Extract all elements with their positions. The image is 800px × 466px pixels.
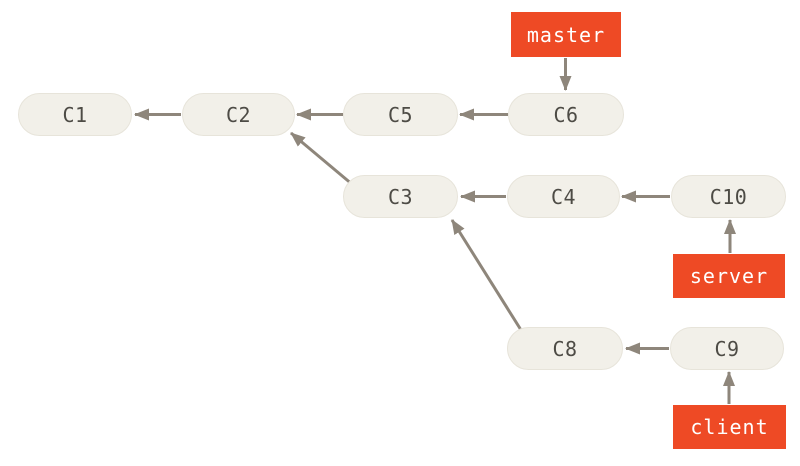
commit-node-c8: C8 — [507, 327, 623, 370]
commit-node-c10: C10 — [671, 175, 786, 218]
commit-node-c5: C5 — [343, 93, 458, 136]
commit-node-c4: C4 — [507, 175, 620, 218]
commit-node-c6: C6 — [508, 93, 624, 136]
branch-label-server: server — [673, 254, 785, 298]
edge-c3-to-c2 — [290, 131, 354, 187]
branch-label-master: master — [511, 12, 621, 57]
edge-c8-to-c3 — [450, 219, 523, 331]
commit-node-c2: C2 — [182, 93, 295, 136]
branch-label-client: client — [673, 405, 786, 449]
commit-node-c3: C3 — [343, 175, 458, 218]
commit-node-c9: C9 — [670, 327, 784, 370]
commit-node-c1: C1 — [18, 93, 132, 136]
